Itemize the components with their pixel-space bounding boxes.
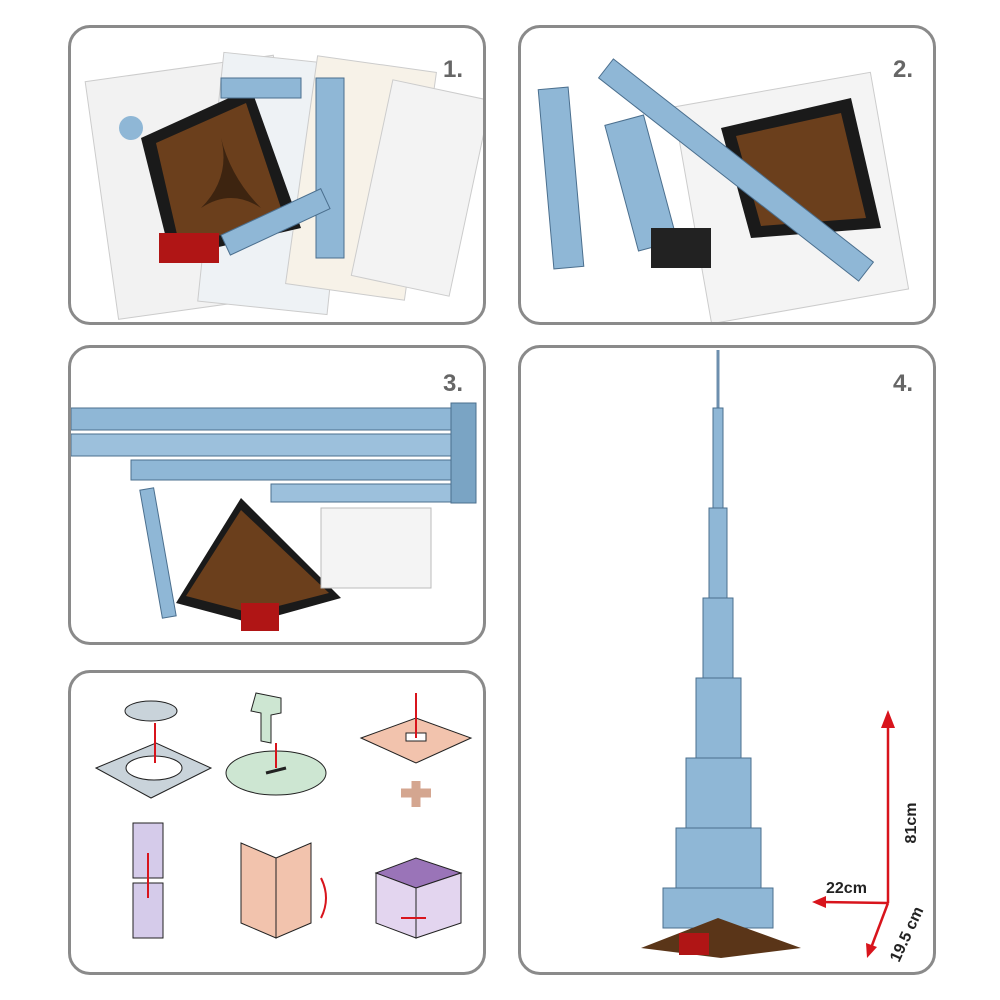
dimension-arrows [812, 710, 895, 958]
step-3-panel: 3. [68, 345, 486, 645]
tower-illustration [662, 350, 774, 929]
assembly-tips-panel [68, 670, 486, 975]
assembled-sections-illustration [71, 402, 477, 631]
step-2-panel: 2. [518, 25, 936, 325]
width-dimension-label: 22cm [826, 880, 867, 897]
logo-badge [679, 933, 709, 955]
punched-parts-illustration [537, 58, 910, 322]
step-4-panel: 81cm 22cm 19.5 cm 4. [518, 345, 936, 975]
step-number: 1. [442, 56, 463, 83]
t-tab-into-slot-tip [225, 692, 327, 796]
logo-badge [159, 233, 219, 263]
fold-tab-tip [240, 842, 327, 939]
interlock-slots-tip [132, 822, 164, 939]
disc-into-ring-tip [94, 700, 213, 799]
cross-into-cutout-tip [359, 693, 473, 807]
logo-badge [241, 603, 279, 631]
step-number: 3. [442, 370, 463, 397]
step-number: 2. [892, 56, 913, 83]
flat-sheets-illustration [84, 51, 483, 320]
box-tab-lock-tip [374, 857, 463, 939]
height-dimension-label: 81cm [903, 803, 920, 844]
step-number: 4. [892, 370, 913, 397]
step-1-panel: 1. [68, 25, 486, 325]
assembly-tips-illustration [94, 692, 473, 939]
depth-dimension-label: 19.5 cm [887, 904, 927, 964]
finished-model: 81cm 22cm 19.5 cm [641, 350, 927, 965]
